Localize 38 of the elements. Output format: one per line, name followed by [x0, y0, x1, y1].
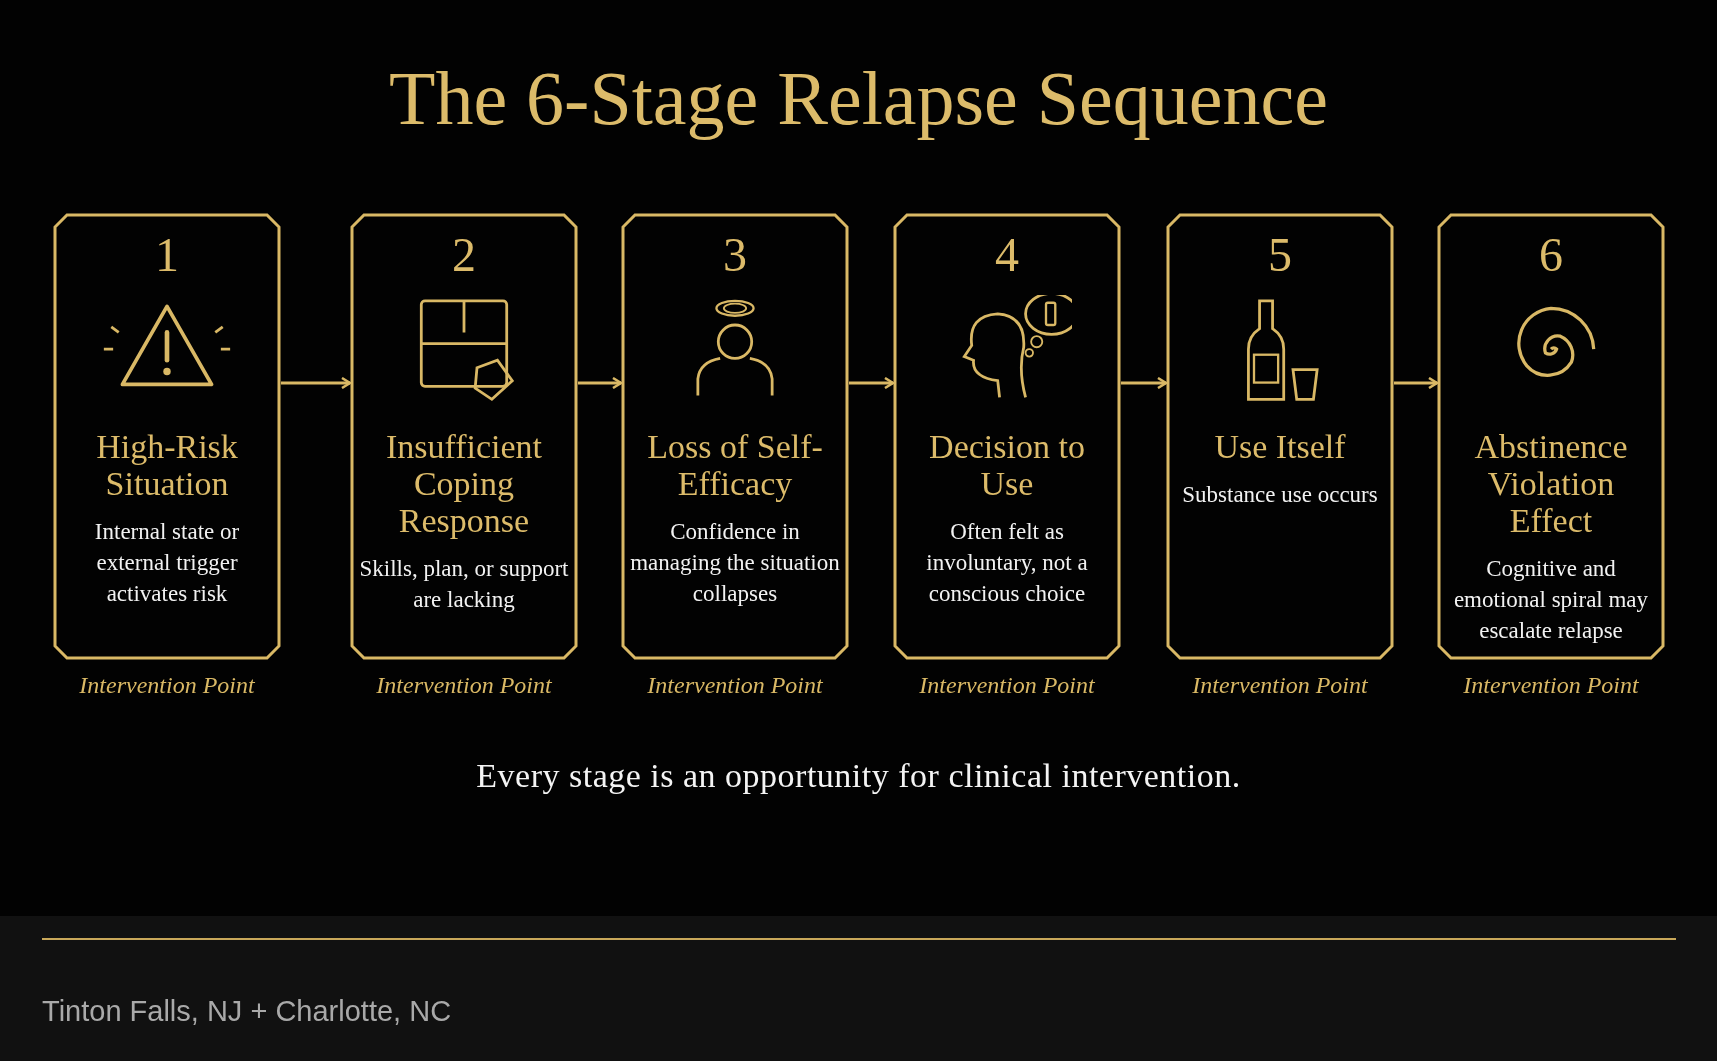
stage-number: 1 — [154, 231, 180, 279]
stage-title: Decision to Use — [928, 428, 1086, 502]
intervention-label: Intervention Point — [375, 672, 553, 699]
stage-number: 6 — [1538, 231, 1564, 279]
stage-description: Substance use occurs — [1182, 481, 1378, 509]
caption: Every stage is an opportunity for clinical intervention. — [475, 757, 1242, 795]
stage-card — [621, 213, 849, 660]
stage-card — [1166, 213, 1394, 660]
stage-description: Skills, plan, or support are lacking — [358, 555, 570, 614]
arrow — [849, 376, 895, 390]
stage-title: High-Risk Situation — [95, 428, 239, 502]
stage-number: 4 — [994, 231, 1020, 279]
stage-description: Confidence in managing the situation collapses — [629, 518, 841, 608]
arrow — [1121, 376, 1168, 390]
stage-description: Often felt as involuntary, not a conscious choice — [925, 518, 1089, 608]
arrow — [281, 376, 352, 390]
stage-number: 5 — [1267, 231, 1293, 279]
intervention-label: Intervention Point — [78, 672, 256, 699]
title: The 6-Stage Relapse Sequence — [387, 55, 1330, 142]
stage-card — [350, 213, 578, 660]
stage-description: Cognitive and emotional spiral may escalate relapse — [1452, 555, 1650, 645]
arrow — [578, 376, 623, 390]
stage-title: Use Itself — [1214, 428, 1346, 465]
intervention-label: Intervention Point — [918, 672, 1096, 699]
location-text: Tinton Falls, NJ + Charlotte, NC — [42, 995, 452, 1028]
intervention-label: Intervention Point — [1462, 672, 1640, 699]
stage-number: 2 — [451, 231, 477, 279]
intervention-label: Intervention Point — [646, 672, 824, 699]
stage-description: Internal state or external trigger activates risk — [93, 518, 241, 608]
stage-title: Abstinence Violation Effect — [1473, 428, 1629, 539]
stage-title: Loss of Self-Efficacy — [646, 428, 824, 502]
intervention-label: Intervention Point — [1191, 672, 1369, 699]
stage-card — [1437, 213, 1665, 660]
arrow — [1394, 376, 1439, 390]
stage-card — [893, 213, 1121, 660]
stage-number: 3 — [722, 231, 748, 279]
stage-title: Insufficient Coping Response — [384, 428, 544, 539]
stage-card — [53, 213, 281, 660]
